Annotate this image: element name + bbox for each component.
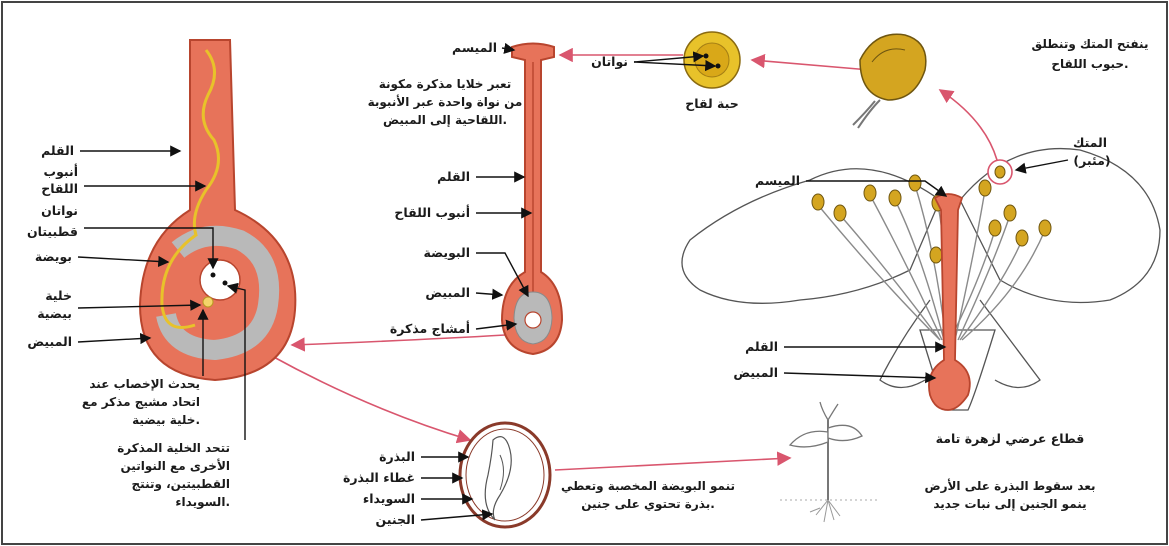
pollen-nucleus-2: [716, 64, 721, 69]
cycle-arrow-anther-to-pollen: [752, 60, 870, 70]
label-seed: البذرة: [379, 449, 415, 464]
pollen-inner: [695, 43, 729, 77]
label-polar-nuclei: قطبيتان: [27, 224, 78, 239]
anther-note: ينفتح المتك وتنطلق حبوب اللقاح.: [1032, 37, 1149, 72]
fertilization-note-line-2: اتحاد مشيج مذكر مع: [82, 395, 200, 409]
label-ovary-middle: المبيض: [425, 285, 470, 300]
label-egg-cell-2: بيضية: [37, 306, 72, 321]
seed-note-line-2: بذرة تحتوي على جنين.: [581, 497, 715, 512]
seedling-note-line-1: بعد سقوط البذرة على الأرض: [924, 478, 1095, 494]
label-ovule-left: بويضة: [35, 249, 72, 264]
pollen-grain-illustration: [684, 32, 740, 88]
nucleus-2: [223, 281, 228, 286]
middle-embryo-sac: [525, 312, 541, 328]
seedling-illustration: [780, 402, 880, 522]
label-stigma-flower: الميسم: [755, 173, 800, 188]
nucleus-1: [211, 273, 216, 278]
label-seed-coat: غطاء البذرة: [343, 470, 415, 485]
endosperm-note-line-2: الأخرى مع النواتين: [121, 458, 231, 474]
endosperm-note-line-3: القطبيتين، وتنتج: [132, 477, 230, 492]
fertilization-note-line-3: خلية بيضية.: [132, 413, 200, 427]
label-style-flower: القلم: [745, 339, 778, 354]
endosperm-note-line-4: السويداء.: [175, 495, 230, 510]
label-pollen-grain: حبة لقاح: [685, 96, 738, 111]
label-ovary-left: المبيض: [27, 334, 72, 349]
label-anther-sub: (مئبر): [1073, 153, 1110, 168]
endosperm-note-line-1: تتحد الخلية المذكرة: [117, 441, 230, 455]
label-pollen-tube-left-1: أنبوب: [44, 163, 78, 179]
anther-note-line-2: حبوب اللقاح.: [1051, 57, 1128, 72]
cycle-arrow-ovary-to-section: [292, 335, 505, 345]
middle-desc-line-3: اللقاحية إلى المبيض.: [383, 113, 507, 127]
label-style-left: القلم: [41, 143, 74, 158]
pistil-section-illustration: [140, 40, 295, 380]
seedling-note: بعد سقوط البذرة على الأرض ينمو الجنين إل…: [924, 478, 1095, 512]
cycle-arrow-seed-to-seedling: [555, 458, 790, 470]
fertilization-note-line-1: يحدث الإخصاب عند: [89, 377, 200, 391]
pollen-nucleus-1: [704, 54, 709, 59]
label-style-middle: القلم: [437, 169, 470, 184]
label-pollen-tube-middle: أنبوب اللقاح: [394, 204, 470, 220]
label-nuclei-pollen: نواتان: [591, 54, 628, 69]
flower-caption: قطاع عرضي لزهرة تامة: [936, 431, 1085, 446]
egg-cell-dot: [203, 297, 213, 307]
anther-note-line-1: ينفتح المتك وتنطلق: [1032, 37, 1149, 52]
label-anther: المتك: [1073, 135, 1107, 150]
middle-desc-line-2: من نواة واحدة عبر الأنبوبة: [368, 94, 523, 110]
embryo-sac: [200, 260, 240, 300]
cycle-arrow-section-to-seed: [270, 355, 470, 440]
label-stigma-middle: الميسم: [452, 40, 497, 55]
label-male-gametes: أمشاج مذكرة: [390, 320, 470, 336]
label-nuclei-left: نواتان: [41, 203, 78, 218]
seed-illustration: [460, 423, 550, 527]
middle-desc-line-1: تعبر خلايا مذكرة مكونة: [379, 77, 512, 92]
label-pollen-tube-left-2: اللقاح: [41, 181, 78, 196]
seedling-note-line-2: ينمو الجنين إلى نبات جديد: [933, 497, 1086, 512]
cycle-arrow-flower-to-anther: [940, 90, 997, 160]
open-anther-illustration: [853, 34, 926, 128]
label-egg-cell-1: خلية: [45, 288, 72, 303]
label-endosperm: السويداء: [363, 491, 415, 506]
label-embryo: الجنين: [376, 512, 415, 527]
seed-note-line-1: تنمو البويضة المخصبة وتعطي: [561, 479, 735, 494]
label-ovule-middle: البويضة: [423, 245, 470, 260]
label-ovary-flower: المبيض: [733, 365, 778, 380]
